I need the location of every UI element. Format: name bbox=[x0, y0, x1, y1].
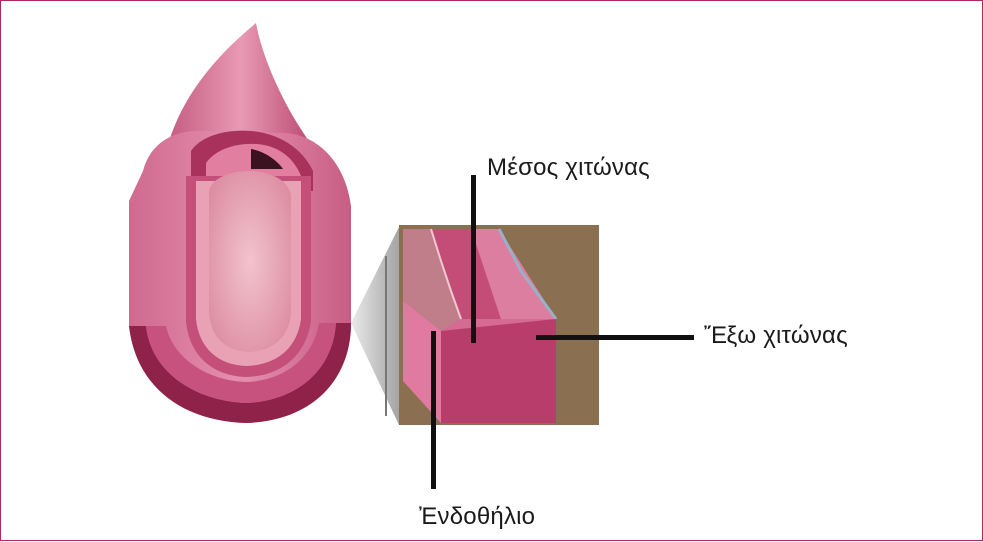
label-endothelium: Ἐνδοθήλιο bbox=[419, 503, 535, 531]
pointer-media bbox=[471, 175, 476, 343]
label-media: Μέσος χιτώνας bbox=[487, 154, 650, 182]
pointer-endothelium bbox=[431, 331, 436, 489]
vessel-lumen bbox=[209, 171, 291, 352]
pointer-adventitia bbox=[536, 335, 694, 340]
label-adventitia: Ἔξω χιτώνας bbox=[704, 322, 848, 350]
zoom-connector bbox=[351, 227, 399, 425]
